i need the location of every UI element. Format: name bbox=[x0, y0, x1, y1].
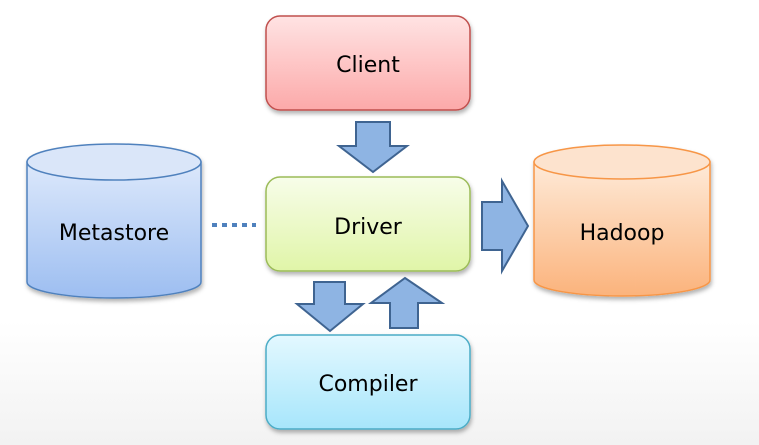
hadoop-label: Hadoop bbox=[580, 221, 665, 246]
arrow-client-to-driver bbox=[336, 121, 410, 174]
arrow-driver-to-compiler bbox=[294, 281, 366, 333]
driver-node: Driver bbox=[265, 176, 471, 272]
metastore-label: Metastore bbox=[59, 221, 169, 246]
arrow-driver-to-hadoop bbox=[481, 177, 530, 275]
metastore-node: Metastore bbox=[26, 143, 202, 299]
compiler-node: Compiler bbox=[265, 334, 471, 430]
client-label: Client bbox=[336, 53, 400, 78]
arrow-compiler-to-driver bbox=[367, 276, 446, 329]
driver-label: Driver bbox=[334, 215, 403, 240]
compiler-label: Compiler bbox=[318, 372, 418, 397]
hadoop-node: Hadoop bbox=[533, 144, 711, 297]
client-node: Client bbox=[265, 15, 471, 111]
